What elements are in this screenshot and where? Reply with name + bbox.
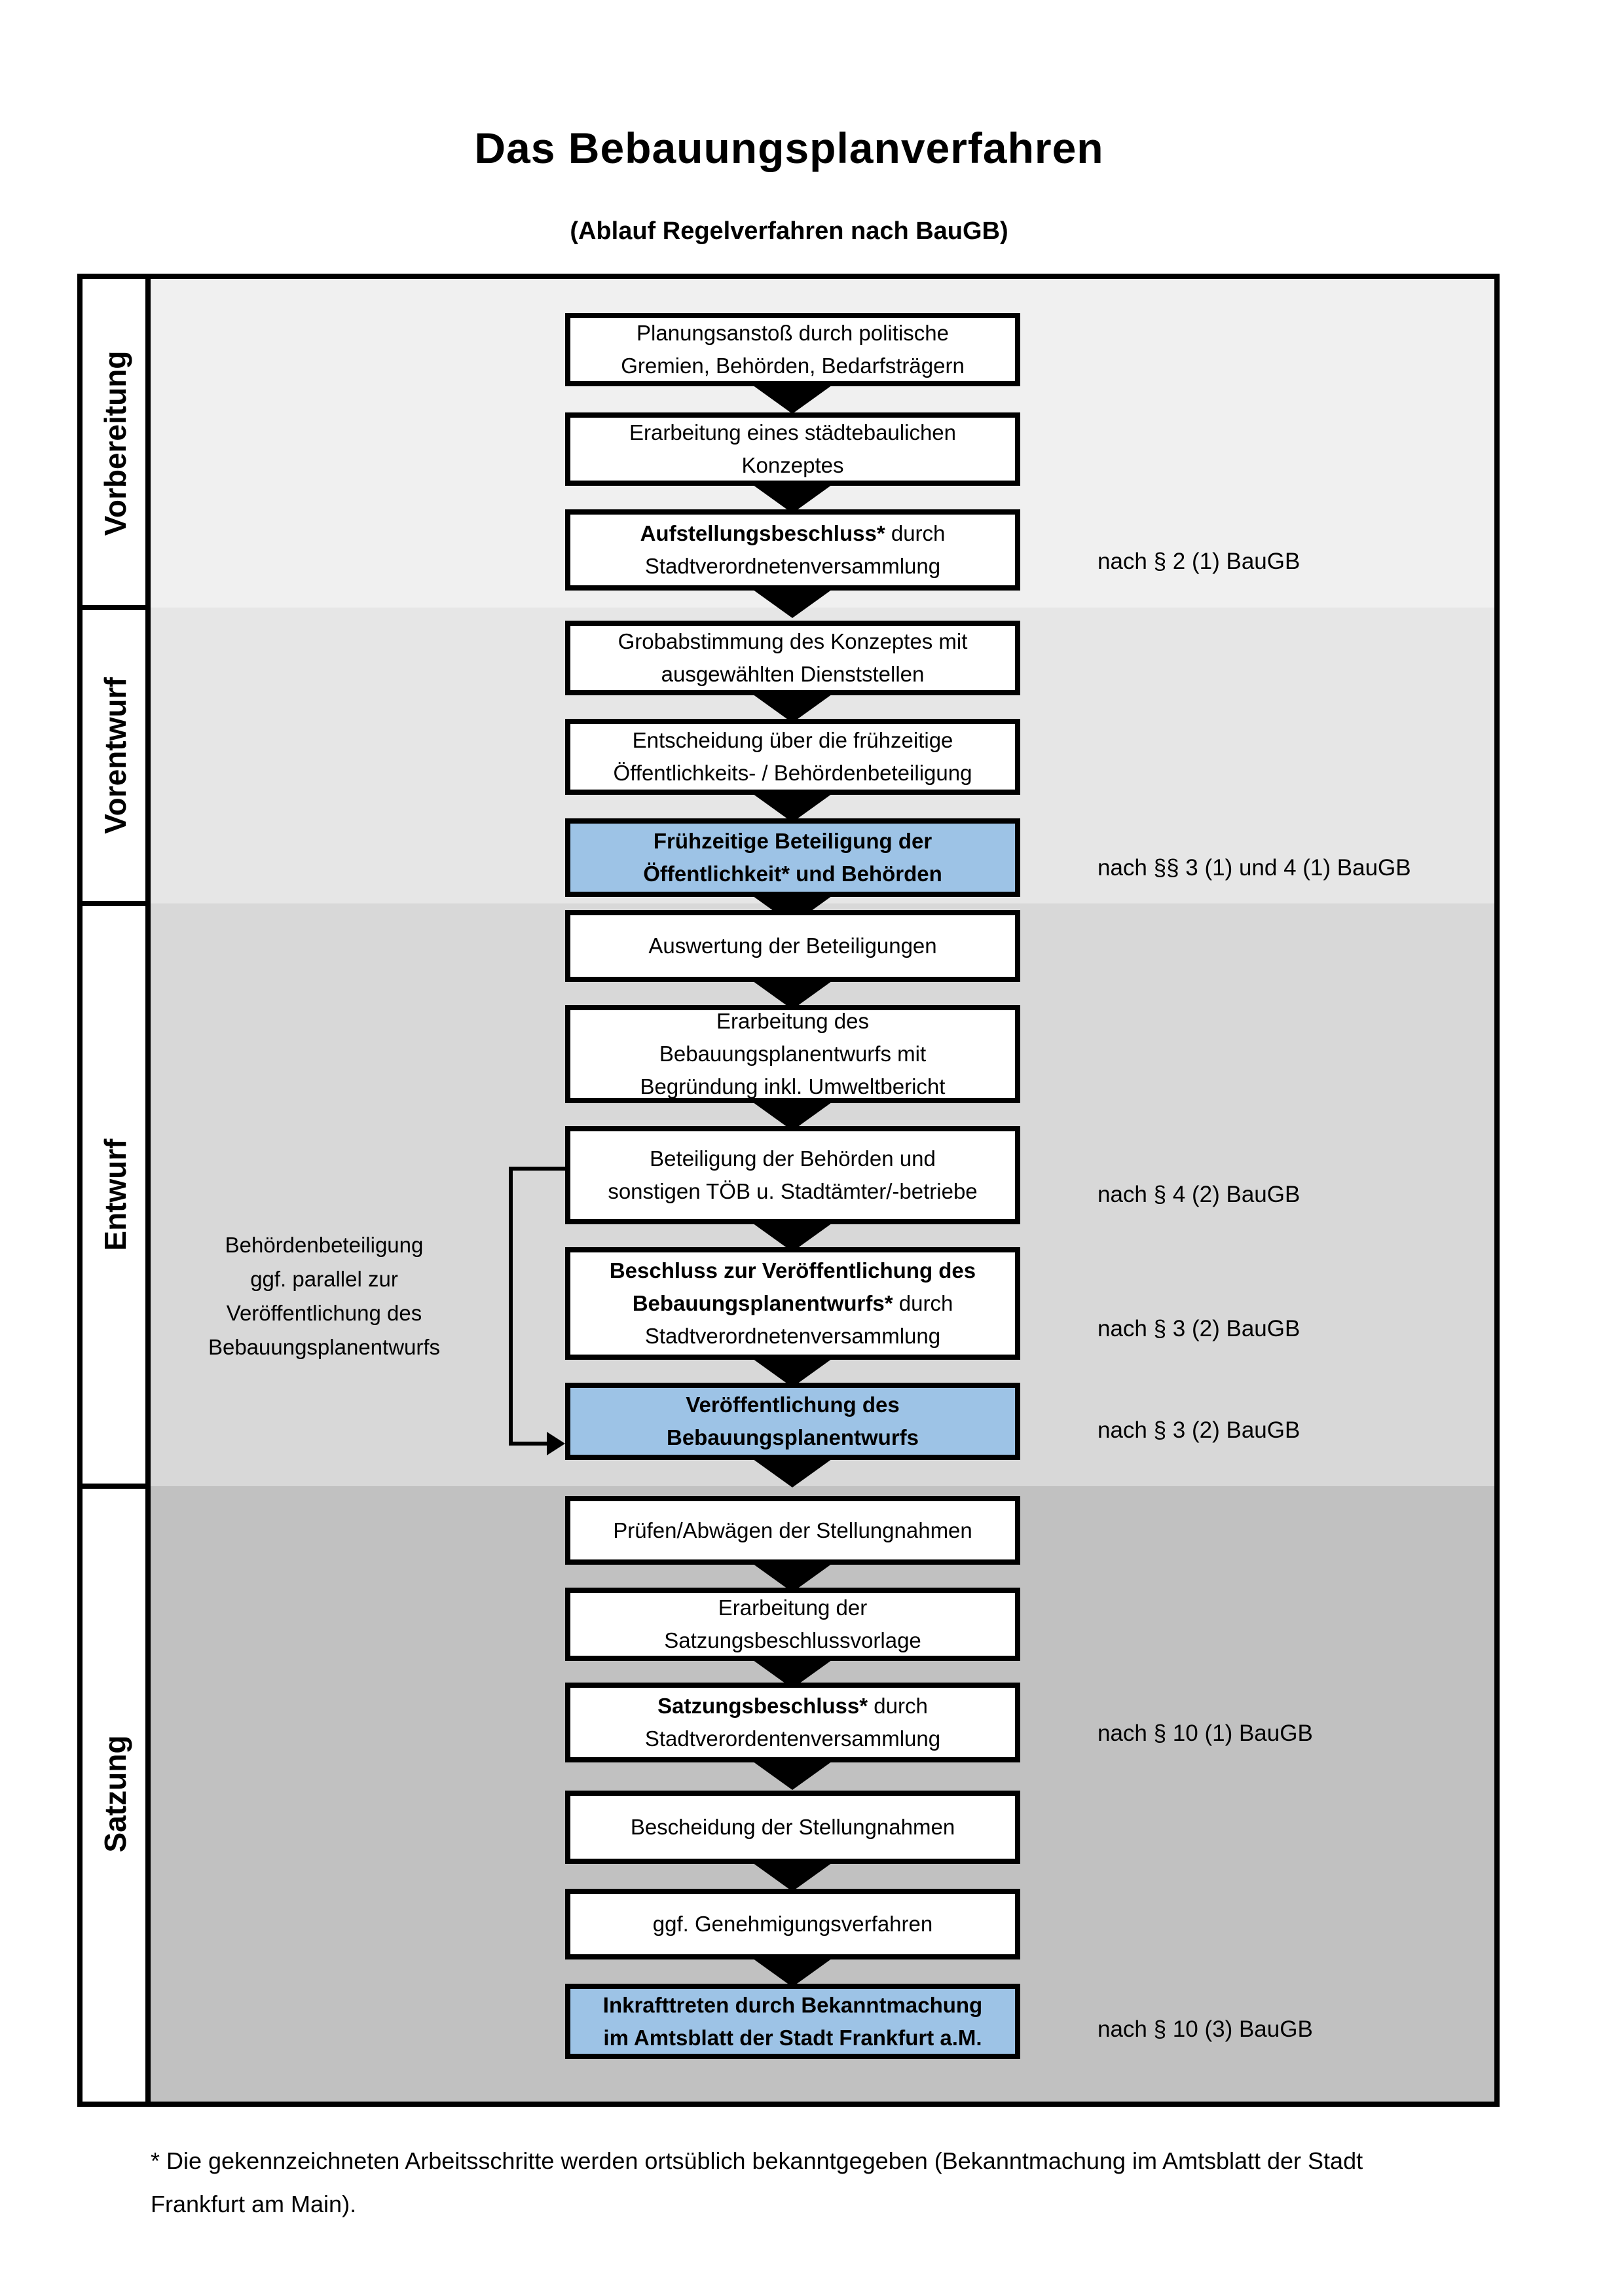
footnote: * Die gekennzeichneten Arbeitsschritte w… — [151, 2140, 1486, 2226]
process-frame — [77, 274, 1500, 2107]
flow-arrow-down-icon — [750, 1357, 834, 1387]
box-text-line: Satzungsbeschluss* durch — [657, 1694, 928, 1718]
phase-divider — [83, 901, 151, 906]
bracket-arrow-right-icon — [547, 1432, 565, 1455]
box-staedtebauliches-konzept: Erarbeitung eines städtebaulichen Konzep… — [565, 412, 1020, 486]
side-note-line: Bebauungsplanentwurfs — [208, 1335, 441, 1359]
box-veroeffentlichung-entwurf: Veröffentlichung des Bebauungsplanentwur… — [565, 1383, 1020, 1460]
box-text-line: sonstigen TÖB u. Stadtämter/-betriebe — [608, 1179, 978, 1203]
box-beteiligung-behoerden: Beteiligung der Behörden und sonstigen T… — [565, 1126, 1020, 1224]
side-note-line: Behördenbeteiligung — [225, 1233, 424, 1257]
legal-ref: nach § 4 (2) BauGB — [1098, 1182, 1301, 1207]
box-entscheidung-fruehzeitige-beteiligung: Entscheidung über die frühzeitige Öffent… — [565, 719, 1020, 795]
box-text-line: Aufstellungsbeschluss* durch — [640, 521, 946, 545]
box-text-line: Erarbeitung des — [716, 1009, 869, 1033]
flow-arrow-down-icon — [750, 1562, 834, 1592]
box-text-line: Frühzeitige Beteiligung der — [653, 829, 932, 853]
box-genehmigungsverfahren: ggf. Genehmigungsverfahren — [565, 1889, 1020, 1959]
legal-ref: nach §§ 3 (1) und 4 (1) BauGB — [1098, 855, 1411, 881]
box-text-line: Begründung inkl. Umweltbericht — [640, 1074, 946, 1099]
box-text-line: Gremien, Behörden, Bedarfsträgern — [621, 354, 965, 378]
box-satzungsbeschluss: Satzungsbeschluss* durch Stadtverordente… — [565, 1683, 1020, 1762]
box-planungsanstoss: Planungsanstoß durch politische Gremien,… — [565, 313, 1020, 386]
flow-arrow-down-icon — [750, 1457, 834, 1487]
flow-arrow-down-icon — [750, 384, 834, 414]
page-title: Das Bebauungsplanverfahren — [474, 124, 1104, 172]
box-text-line: Öffentlichkeit* und Behörden — [643, 862, 942, 886]
box-text-line: Veröffentlichung des — [686, 1393, 900, 1417]
box-text-line: im Amtsblatt der Stadt Frankfurt a.M. — [603, 2025, 982, 2050]
side-note-line: ggf. parallel zur — [250, 1267, 398, 1291]
box-erarbeitung-entwurf: Erarbeitung des Bebauungsplanentwurfs mi… — [565, 1005, 1020, 1103]
flow-arrow-down-icon — [750, 1861, 834, 1891]
box-text-line: Entscheidung über die frühzeitige — [632, 728, 953, 752]
legal-ref: nach § 10 (3) BauGB — [1098, 2016, 1313, 2042]
bracket-top-connector — [509, 1167, 565, 1171]
box-text-line: Konzeptes — [741, 453, 844, 477]
legal-ref: nach § 3 (2) BauGB — [1098, 1316, 1301, 1341]
phase-divider — [83, 605, 151, 610]
flow-arrow-down-icon — [750, 1101, 834, 1131]
box-text-line: Beteiligung der Behörden und — [650, 1146, 936, 1171]
bracket-bottom-connector — [509, 1442, 548, 1446]
box-text-line: ausgewählten Dienststellen — [661, 662, 925, 686]
box-text-line: Stadtverordnetenversammlung — [644, 1324, 941, 1348]
flow-arrow-down-icon — [750, 588, 834, 618]
flow-arrow-down-icon — [750, 979, 834, 1010]
box-text-line: Bebauungsplanentwurfs — [666, 1425, 919, 1449]
box-grobabstimmung: Grobabstimmung des Konzeptes mit ausgewä… — [565, 621, 1020, 695]
legal-ref: nach § 3 (2) BauGB — [1098, 1417, 1301, 1443]
flow-arrow-down-icon — [750, 1222, 834, 1252]
box-text-line: Inkrafttreten durch Bekanntmachung — [602, 1992, 983, 2017]
box-text-line: Stadtverordnetenversammlung — [644, 554, 941, 578]
box-beschluss-veroeffentlichung: Beschluss zur Veröffentlichung des Bebau… — [565, 1247, 1020, 1360]
box-text-line: Auswertung der Beteiligungen — [648, 934, 937, 958]
box-text-line: Prüfen/Abwägen der Stellungnahmen — [613, 1518, 972, 1542]
box-fruehzeitige-beteiligung: Frühzeitige Beteiligung der Öffentlichke… — [565, 818, 1020, 897]
box-auswertung-beteiligungen: Auswertung der Beteiligungen — [565, 910, 1020, 982]
box-erarbeitung-satzungsvorlage: Erarbeitung der Satzungsbeschlussvorlage — [565, 1588, 1020, 1661]
side-note-line: Veröffentlichung des — [226, 1301, 422, 1325]
box-text-line: Beschluss zur Veröffentlichung des — [609, 1258, 976, 1283]
box-text-line: Erarbeitung der — [718, 1595, 868, 1620]
phase-divider — [83, 1484, 151, 1489]
flow-arrow-down-icon — [750, 1957, 834, 1987]
flow-arrow-down-icon — [750, 693, 834, 723]
box-text-line: Stadtverordentenversammlung — [644, 1726, 941, 1751]
footnote-line: Frankfurt am Main). — [151, 2191, 357, 2217]
phase-label-column — [83, 279, 145, 2102]
flow-arrow-down-icon — [750, 483, 834, 513]
box-inkrafttreten: Inkrafttreten durch Bekanntmachung im Am… — [565, 1984, 1020, 2059]
box-text-line: Erarbeitung eines städtebaulichen — [629, 420, 956, 445]
box-text-line: Grobabstimmung des Konzeptes mit — [618, 629, 968, 653]
page-subtitle: (Ablauf Regelverfahren nach BauGB) — [570, 217, 1008, 245]
box-text-line: Satzungsbeschlussvorlage — [664, 1628, 921, 1652]
legal-ref: nach § 2 (1) BauGB — [1098, 549, 1301, 574]
flow-arrow-down-icon — [750, 792, 834, 822]
box-text-line: Planungsanstoß durch politische — [637, 321, 949, 345]
box-text-line: ggf. Genehmigungsverfahren — [652, 1912, 933, 1936]
side-note: Behördenbeteiligung ggf. parallel zur Ve… — [164, 1228, 485, 1364]
legal-ref: nach § 10 (1) BauGB — [1098, 1721, 1313, 1746]
box-pruefen-abwaegen: Prüfen/Abwägen der Stellungnahmen — [565, 1496, 1020, 1565]
box-text-line: Öffentlichkeits- / Behördenbeteiligung — [613, 761, 972, 785]
box-text-line: Bescheidung der Stellungnahmen — [630, 1815, 955, 1839]
label-column-divider — [145, 279, 151, 2102]
footnote-line: * Die gekennzeichneten Arbeitsschritte w… — [151, 2147, 1363, 2174]
box-text-line: Bebauungsplanentwurfs mit — [659, 1042, 927, 1066]
box-bescheidung-stellungnahmen: Bescheidung der Stellungnahmen — [565, 1791, 1020, 1864]
box-aufstellungsbeschluss: Aufstellungsbeschluss* durch Stadtverord… — [565, 509, 1020, 591]
bracket-vertical-line — [509, 1167, 513, 1446]
box-text-line: Bebauungsplanentwurfs* durch — [632, 1291, 953, 1315]
flow-arrow-down-icon — [750, 1760, 834, 1790]
